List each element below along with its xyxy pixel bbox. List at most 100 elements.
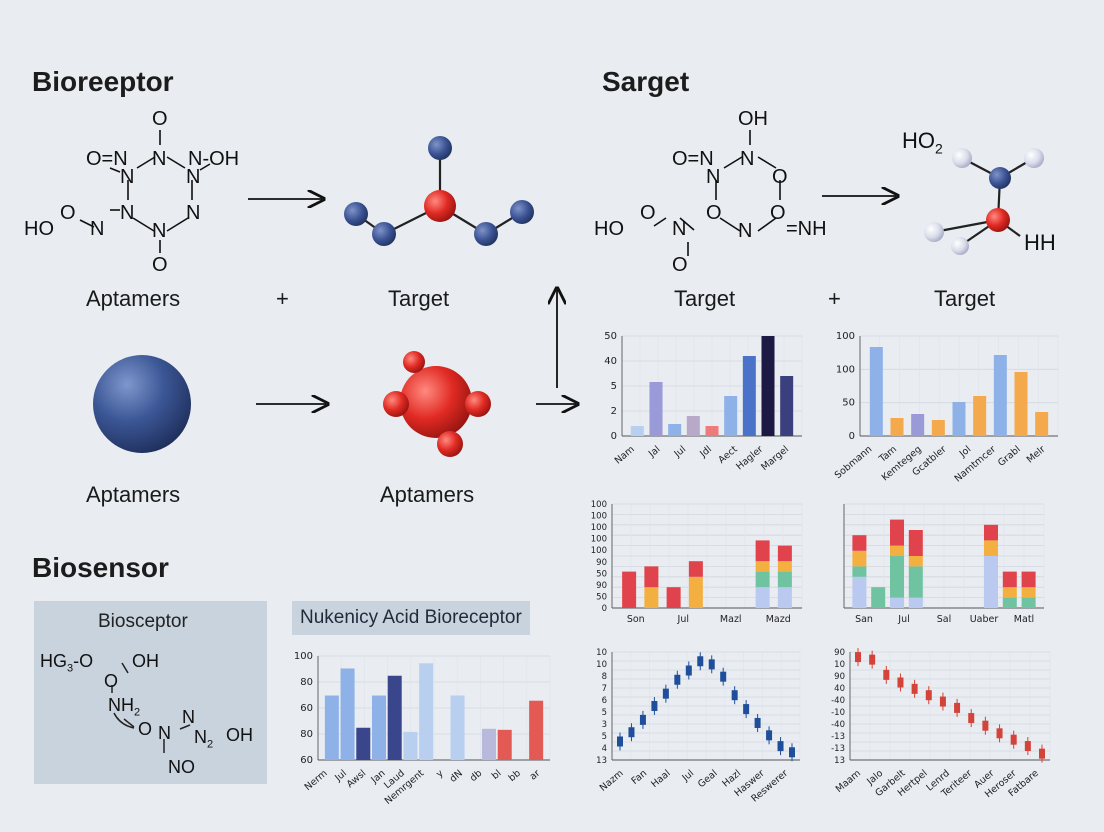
label-target-1: Target <box>388 286 450 311</box>
x-tick-label: Nam <box>613 444 637 467</box>
stacked-segment <box>890 519 904 546</box>
y-tick-label: 100 <box>294 651 313 662</box>
x-tick-label: db <box>468 768 484 784</box>
bio-oh: OH <box>132 651 159 671</box>
x-tick-label: Haal <box>649 768 672 790</box>
label-aptamers-2: Aptamers <box>86 482 181 507</box>
nab-title: Nukenicy Acid Bioreceptor <box>292 601 530 635</box>
plus-sign-2: + <box>828 286 841 311</box>
y-tick-label: 5 <box>611 381 617 392</box>
heading-bioreceptor: Bioreeptor <box>32 66 174 97</box>
candle-body <box>731 690 738 701</box>
stacked-segment <box>755 561 770 572</box>
molecule-right-bonds <box>653 130 781 256</box>
y-tick-label: -10 <box>831 708 845 718</box>
atom-o-b-r: O <box>672 254 688 276</box>
y-tick-label: 2 <box>611 406 617 417</box>
candle-body <box>1010 734 1017 745</box>
atom-o-c-r: O <box>706 202 722 224</box>
stacked-segment <box>1002 587 1017 598</box>
y-tick-label: 40 <box>834 684 845 694</box>
atom-white-1 <box>952 148 972 168</box>
y-tick-label: 80 <box>300 729 313 740</box>
x-tick-label: Nazm <box>598 768 626 794</box>
stacked-segment <box>852 535 867 551</box>
stacked-segment <box>777 571 792 588</box>
bio-n2: N <box>182 707 195 727</box>
atom-red-far <box>986 208 1010 232</box>
bar <box>705 426 719 436</box>
biosceptor-title: Biosceptor <box>98 611 188 632</box>
stacked-segment <box>984 524 998 541</box>
bar <box>1014 372 1028 436</box>
atom-n-right-up: N <box>186 166 201 188</box>
candle-body <box>754 717 761 728</box>
atom-o-l-r: O <box>640 202 656 224</box>
x-tick-label: Jul <box>680 768 697 784</box>
bio-n1: N <box>158 723 171 743</box>
y-tick-label: 90 <box>834 648 845 658</box>
y-tick-label: 90 <box>596 581 607 591</box>
candle-body <box>869 654 876 665</box>
stacked-segment <box>852 576 867 608</box>
stacked-segment <box>1002 597 1017 608</box>
y-tick-label: 8 <box>602 672 607 682</box>
x-tick-label: Grabl <box>996 444 1023 469</box>
atom-ho2: HO2 <box>902 128 943 157</box>
atom-white-2 <box>1024 148 1044 168</box>
bar <box>742 356 756 436</box>
y-tick-label: 100 <box>591 546 607 556</box>
stacked-segment <box>1021 597 1036 608</box>
y-tick-label: 5 <box>602 732 607 742</box>
candle-body <box>766 730 773 741</box>
bar <box>993 355 1007 436</box>
stacked-segment <box>984 556 998 608</box>
candle-body <box>777 741 784 752</box>
y-tick-label: -40 <box>831 720 845 730</box>
bar <box>630 426 644 436</box>
bar <box>1035 412 1049 436</box>
stacked-segment <box>1021 587 1036 598</box>
bar <box>973 396 987 436</box>
stacked-segment <box>777 561 792 572</box>
atom-n-b-r: N <box>672 218 687 240</box>
bio-oh2: OH <box>226 725 253 745</box>
bar <box>780 376 794 436</box>
atom-o-n-r: O=N <box>672 148 714 170</box>
stacked-segment <box>871 587 886 608</box>
x-tick-label: Jul <box>677 614 689 625</box>
y-tick-label: 50 <box>596 592 607 602</box>
bio-o3: O <box>138 719 153 739</box>
x-tick-label: Jdl <box>697 444 714 460</box>
x-tick-label: San <box>855 614 873 625</box>
stacked-segment <box>666 587 681 608</box>
molecule-left-bonds <box>79 130 211 253</box>
y-tick-label: -40 <box>831 696 845 706</box>
stacked-segment <box>1002 571 1017 588</box>
x-tick-label: Uaber <box>970 614 999 625</box>
candle-body <box>743 704 750 715</box>
candle-body <box>789 747 795 758</box>
candle-body <box>1039 748 1045 759</box>
y-tick-label: -13 <box>831 732 845 742</box>
heading-sarget: Sarget <box>602 66 690 97</box>
atom-o-n: O=N <box>86 148 128 170</box>
atom-blue-right <box>474 222 498 246</box>
y-tick-label: 10 <box>834 660 845 670</box>
bar <box>952 402 966 436</box>
bio-o: O <box>104 671 119 691</box>
atom-red-center <box>424 190 456 222</box>
x-tick-label: Mazl <box>720 614 742 625</box>
y-tick-label: 0 <box>611 431 617 442</box>
candle-body <box>651 701 658 711</box>
stacked-segment <box>755 587 770 608</box>
x-tick-label: dN <box>448 768 465 785</box>
stacked-segment <box>890 556 904 598</box>
candle-body <box>662 688 669 699</box>
stacked-segment <box>908 530 923 556</box>
stacked-segment <box>688 561 703 577</box>
